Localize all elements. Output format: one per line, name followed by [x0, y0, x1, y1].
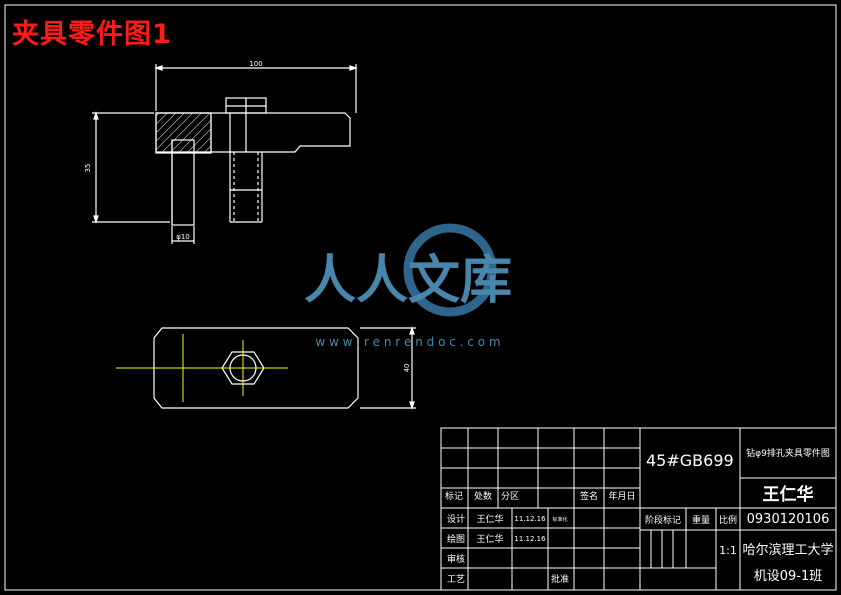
label-drawing: 绘图 — [447, 533, 465, 545]
standardize-entry: 标准化 — [552, 516, 567, 523]
watermark-url: w w w . r e n r e n d o c . c o m — [315, 335, 500, 349]
label-review: 审核 — [447, 553, 465, 565]
label-ratio: 比例 — [719, 514, 737, 526]
label-weight: 重量 — [692, 514, 710, 526]
dimension-diameter: φ10 — [176, 233, 190, 241]
centerlines — [116, 334, 288, 402]
drawing-name: 钻φ9排孔夹具零件图 — [746, 447, 830, 459]
designer-entry: 王仁华 — [476, 513, 503, 525]
drawing-frame — [4, 4, 837, 591]
material-spec: 45#GB699 — [646, 451, 734, 470]
label-zone: 分区 — [501, 491, 519, 502]
scale-value: 1:1 — [719, 544, 737, 557]
dimension-length: 100 — [249, 60, 262, 68]
front-view — [92, 64, 358, 244]
dimension-width: 40 — [403, 364, 411, 373]
label-mark: 标记 — [445, 490, 463, 502]
class-name: 机设09-1班 — [754, 569, 823, 584]
watermark-logo-icon — [403, 223, 497, 317]
label-design: 设计 — [447, 513, 465, 525]
page-title: 夹具零件图1 — [12, 19, 172, 50]
drafter-entry: 王仁华 — [476, 533, 503, 545]
label-stage-mark: 阶段标记 — [645, 514, 681, 526]
watermark-text: 人人文库 — [304, 251, 512, 311]
student-id: 0930120106 — [747, 512, 830, 527]
university-name: 哈尔滨理工大学 — [742, 542, 833, 558]
label-signature: 签名 — [580, 490, 598, 502]
label-approve: 批准 — [551, 573, 569, 585]
watermark: 人人文库 w w w . r e n r e n d o c . c o m — [304, 223, 512, 349]
drafter-date: 11.12.16 — [514, 535, 546, 543]
label-date: 年月日 — [608, 490, 635, 502]
dimension-height: 35 — [84, 164, 92, 173]
designer-date: 11.12.16 — [514, 515, 546, 523]
title-block — [440, 427, 837, 591]
label-process: 工艺 — [447, 574, 465, 585]
designer-name: 王仁华 — [763, 484, 814, 505]
label-count: 处数 — [474, 490, 492, 502]
